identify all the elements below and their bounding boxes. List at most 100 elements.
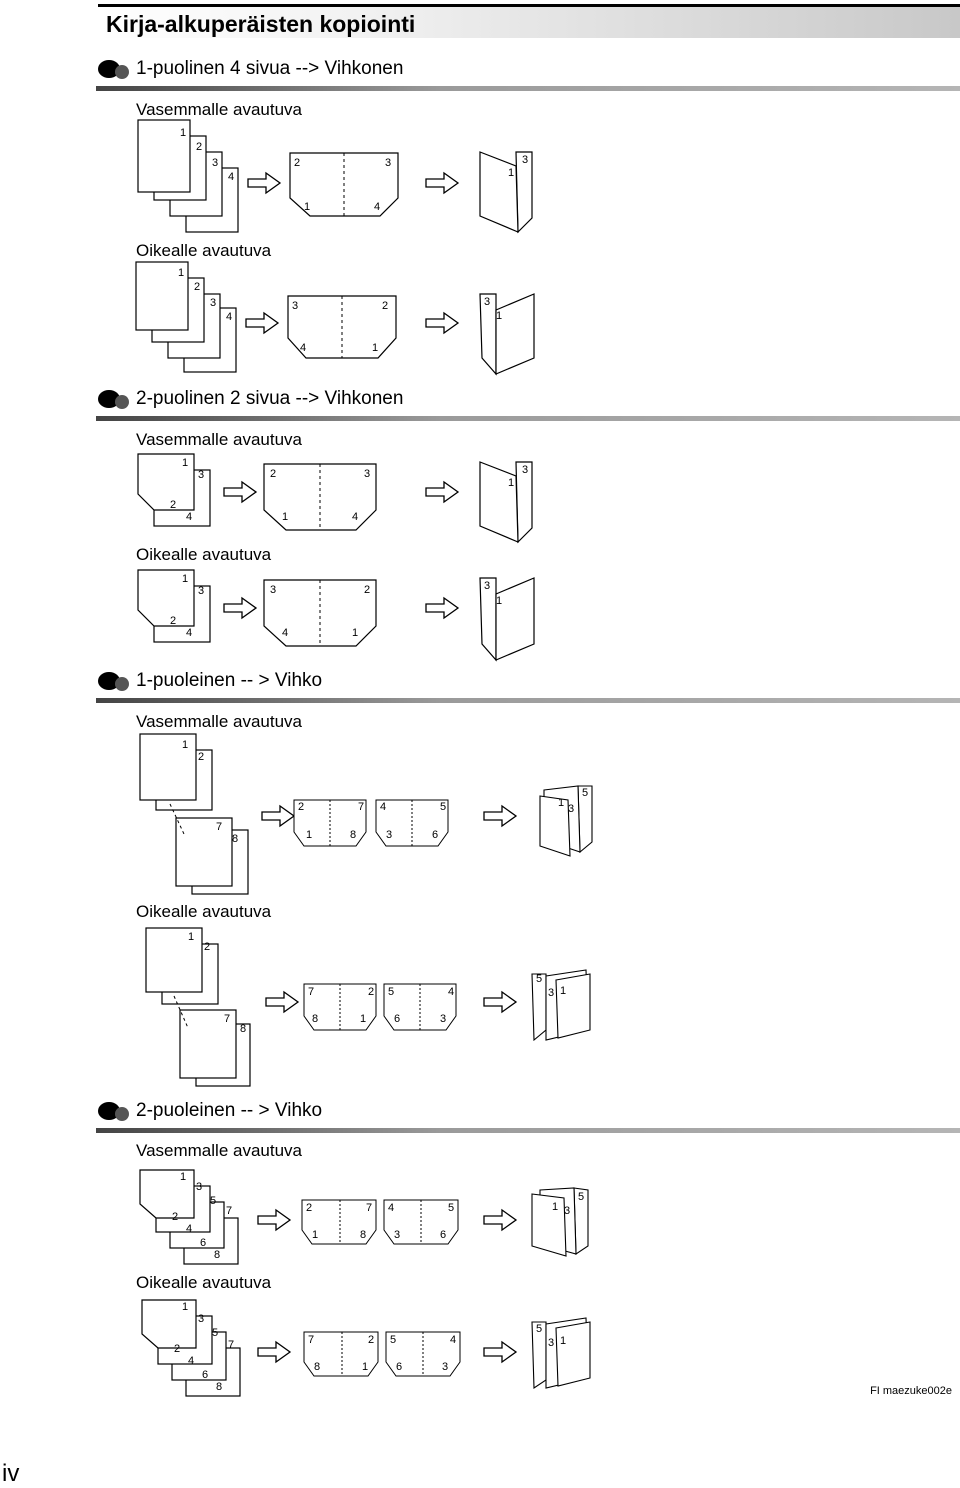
hollow-right-arrow-icon (425, 481, 459, 503)
svg-text:4: 4 (282, 627, 288, 639)
section-heading: 2-puoleinen -- > Vihko (96, 1098, 960, 1134)
svg-text:3: 3 (198, 1313, 204, 1325)
svg-text:4: 4 (186, 511, 192, 523)
hollow-right-arrow-icon (483, 1209, 517, 1231)
svg-text:5: 5 (212, 1327, 218, 1339)
svg-text:3: 3 (386, 829, 392, 841)
svg-text:4: 4 (188, 1355, 194, 1367)
hollow-right-arrow-icon (261, 805, 295, 827)
hollow-right-arrow-icon (245, 312, 279, 334)
svg-text:3: 3 (548, 987, 554, 999)
svg-text:3: 3 (270, 584, 276, 596)
svg-text:3: 3 (440, 1013, 446, 1025)
hollow-right-arrow-icon (425, 597, 459, 619)
svg-text:1: 1 (560, 985, 566, 997)
section-rule (96, 1128, 960, 1133)
pen-nib-bullet-icon (98, 672, 129, 691)
svg-text:1: 1 (508, 477, 514, 489)
svg-text:1: 1 (312, 1229, 318, 1241)
svg-text:1: 1 (362, 1361, 368, 1373)
svg-text:1: 1 (352, 627, 358, 639)
svg-text:7: 7 (216, 821, 222, 833)
svg-text:3: 3 (196, 1181, 202, 1193)
svg-text:2: 2 (368, 986, 374, 998)
hollow-right-arrow-icon (483, 1341, 517, 1363)
svg-text:8: 8 (350, 829, 356, 841)
svg-text:4: 4 (380, 801, 386, 813)
svg-text:1: 1 (496, 310, 502, 322)
svg-text:6: 6 (440, 1229, 446, 1241)
svg-text:2: 2 (382, 300, 388, 312)
svg-text:1: 1 (182, 573, 188, 585)
section-heading: 2-puolinen 2 sivua --> Vihkonen (96, 386, 960, 422)
svg-text:8: 8 (240, 1023, 246, 1035)
svg-text:5: 5 (578, 1191, 584, 1203)
figure-code: FI maezuke002e (870, 1385, 952, 1397)
svg-text:1: 1 (558, 797, 564, 809)
svg-text:3: 3 (484, 580, 490, 592)
svg-text:4: 4 (186, 1223, 192, 1235)
svg-text:1: 1 (304, 201, 310, 213)
subsection-label: Vasemmalle avautuva (136, 430, 302, 449)
page-title-bar: Kirja-alkuperäisten kopiointi (98, 4, 960, 38)
svg-text:1: 1 (182, 739, 188, 751)
subsection-label: Vasemmalle avautuva (136, 712, 302, 731)
svg-text:4: 4 (374, 201, 380, 213)
hollow-right-arrow-icon (483, 991, 517, 1013)
section-heading: 1-puoleinen -- > Vihko (96, 668, 960, 704)
hollow-right-arrow-icon (425, 312, 459, 334)
svg-text:6: 6 (394, 1013, 400, 1025)
svg-text:7: 7 (358, 801, 364, 813)
svg-text:2: 2 (368, 1334, 374, 1346)
section-title: 1-puoleinen -- > Vihko (136, 670, 323, 691)
svg-text:1: 1 (306, 829, 312, 841)
svg-text:4: 4 (352, 511, 358, 523)
svg-text:6: 6 (396, 1361, 402, 1373)
section-rule (96, 416, 960, 421)
svg-text:7: 7 (224, 1013, 230, 1025)
section-rule (96, 86, 960, 91)
svg-text:1: 1 (560, 1335, 566, 1347)
hollow-right-arrow-icon (425, 172, 459, 194)
svg-text:2: 2 (294, 157, 300, 169)
hollow-right-arrow-icon (257, 1341, 291, 1363)
pen-nib-bullet-icon (98, 390, 129, 409)
svg-text:2: 2 (204, 941, 210, 953)
section-heading: 1-puolinen 4 sivua --> Vihkonen (96, 56, 960, 92)
svg-text:1: 1 (508, 167, 514, 179)
svg-text:2: 2 (174, 1343, 180, 1355)
svg-text:1: 1 (182, 457, 188, 469)
svg-text:1: 1 (182, 1301, 188, 1313)
svg-text:5: 5 (390, 1334, 396, 1346)
subsection-label: Oikealle avautuva (136, 241, 272, 260)
svg-text:3: 3 (548, 1337, 554, 1349)
svg-text:2: 2 (172, 1211, 178, 1223)
svg-text:5: 5 (536, 1323, 542, 1335)
svg-text:3: 3 (522, 154, 528, 166)
page-number: iv (2, 1460, 20, 1487)
hollow-right-arrow-icon (247, 172, 281, 194)
svg-text:1: 1 (372, 342, 378, 354)
svg-text:4: 4 (300, 342, 306, 354)
section-rule (96, 698, 960, 703)
svg-text:3: 3 (198, 469, 204, 481)
svg-text:2: 2 (306, 1202, 312, 1214)
svg-text:6: 6 (200, 1237, 206, 1249)
svg-text:1: 1 (360, 1013, 366, 1025)
svg-text:4: 4 (186, 627, 192, 639)
svg-text:5: 5 (448, 1202, 454, 1214)
svg-text:3: 3 (522, 464, 528, 476)
svg-text:5: 5 (536, 973, 542, 985)
section-title: 2-puoleinen -- > Vihko (136, 1100, 323, 1121)
svg-text:3: 3 (394, 1229, 400, 1241)
svg-text:8: 8 (314, 1361, 320, 1373)
svg-text:3: 3 (212, 157, 218, 169)
svg-text:8: 8 (360, 1229, 366, 1241)
svg-text:5: 5 (388, 986, 394, 998)
svg-text:7: 7 (308, 1334, 314, 1346)
svg-text:1: 1 (178, 267, 184, 279)
svg-text:2: 2 (198, 751, 204, 763)
svg-text:3: 3 (568, 803, 574, 815)
svg-text:1: 1 (188, 931, 194, 943)
svg-text:4: 4 (228, 171, 234, 183)
